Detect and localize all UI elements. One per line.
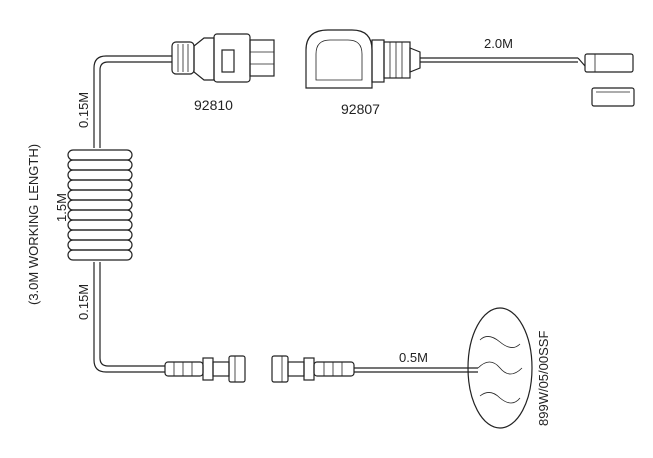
coiled-cable [67,55,172,373]
plug-92810 [171,33,275,83]
inline-connector-left [164,355,246,383]
inline-connector-right [271,355,478,383]
coil-length-label: 1.5M [54,193,69,222]
plug-part-number: 92810 [194,97,233,113]
lower-tail-length-label: 0.15M [76,284,91,320]
socket-92807 [305,29,635,107]
upper-tail-length-label: 0.15M [76,92,91,128]
socket-part-number: 92807 [341,101,380,117]
pad-sensor [467,307,533,429]
sensor-cable-length-label: 2.0M [484,36,513,51]
working-length-label: (3.0M WORKING LENGTH) [26,144,41,305]
pad-cable-length-label: 0.5M [399,350,428,365]
drawing-reference: 899W/05/00SSF [536,331,551,426]
coil-turns [67,149,133,261]
